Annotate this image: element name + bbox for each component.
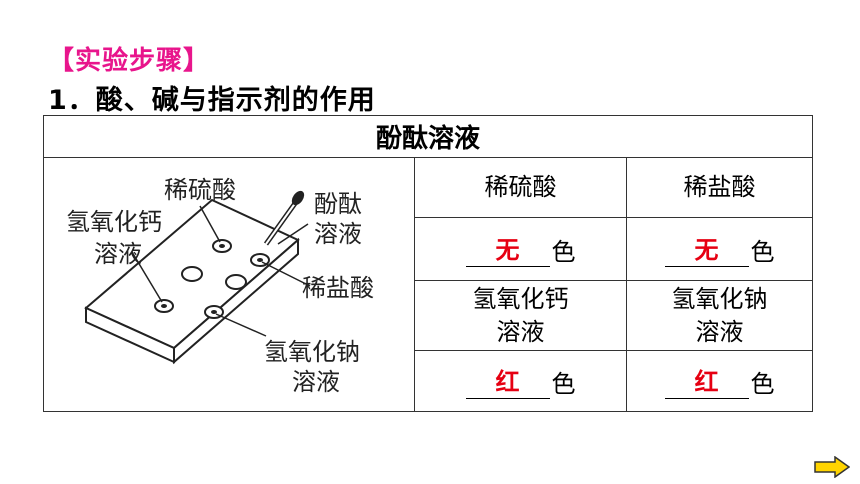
answer-cell: 无色 xyxy=(625,217,814,281)
answer-blank: 无 xyxy=(664,235,749,267)
col-sulfuric: 稀硫酸 xyxy=(414,157,627,218)
label-caoh-2: 溶液 xyxy=(94,240,142,268)
answer-cell: 红色 xyxy=(625,350,814,412)
label-hcl: 稀盐酸 xyxy=(302,274,374,302)
color-suffix: 色 xyxy=(551,369,576,398)
label-phenol-2: 溶液 xyxy=(314,220,362,248)
answer-text: 红 xyxy=(694,367,719,396)
answer-text: 无 xyxy=(694,235,719,264)
next-arrow-icon[interactable] xyxy=(814,456,850,478)
label-sulfuric: 稀硫酸 xyxy=(164,176,236,204)
col-hcl: 稀盐酸 xyxy=(625,157,814,218)
cell-line: 氢氧化钙 xyxy=(472,284,569,313)
dropper-icon xyxy=(263,190,305,246)
label-naoh-2: 溶液 xyxy=(292,368,340,396)
label-caoh-1: 氢氧化钙 xyxy=(66,208,162,236)
cell-line: 溶液 xyxy=(496,317,545,346)
answer-text: 红 xyxy=(495,367,520,396)
spot-plate-illustration: 稀硫酸 酚酞 溶液 氢氧化钙 溶液 稀盐酸 氢氧化钠 溶液 xyxy=(43,157,415,412)
color-suffix: 色 xyxy=(551,237,576,266)
answer-cell: 红色 xyxy=(414,350,627,412)
answer-blank: 红 xyxy=(664,367,749,399)
cell-line: 氢氧化钠 xyxy=(671,284,768,313)
label-naoh-1: 氢氧化钠 xyxy=(264,338,360,366)
answer-blank: 红 xyxy=(465,367,550,399)
experiment-table: 酚酞溶液 xyxy=(42,115,814,412)
color-suffix: 色 xyxy=(750,237,775,266)
answer-blank: 无 xyxy=(465,235,550,267)
cell-line: 溶液 xyxy=(695,317,744,346)
spot-plate-drawing: 稀硫酸 酚酞 溶液 氢氧化钙 溶液 稀盐酸 氢氧化钠 溶液 xyxy=(66,176,374,396)
label-phenol-1: 酚酞 xyxy=(314,190,362,218)
table-header: 酚酞溶液 xyxy=(42,115,814,158)
color-suffix: 色 xyxy=(750,369,775,398)
answer-text: 无 xyxy=(495,235,520,264)
answer-cell: 无色 xyxy=(414,217,627,281)
subtitle: 1．酸、碱与指示剂的作用 xyxy=(48,85,376,116)
section-heading: 【实验步骤】 xyxy=(48,46,211,76)
row-caoh: 氢氧化钙 溶液 xyxy=(414,280,627,351)
row-naoh: 氢氧化钠 溶液 xyxy=(625,280,814,351)
